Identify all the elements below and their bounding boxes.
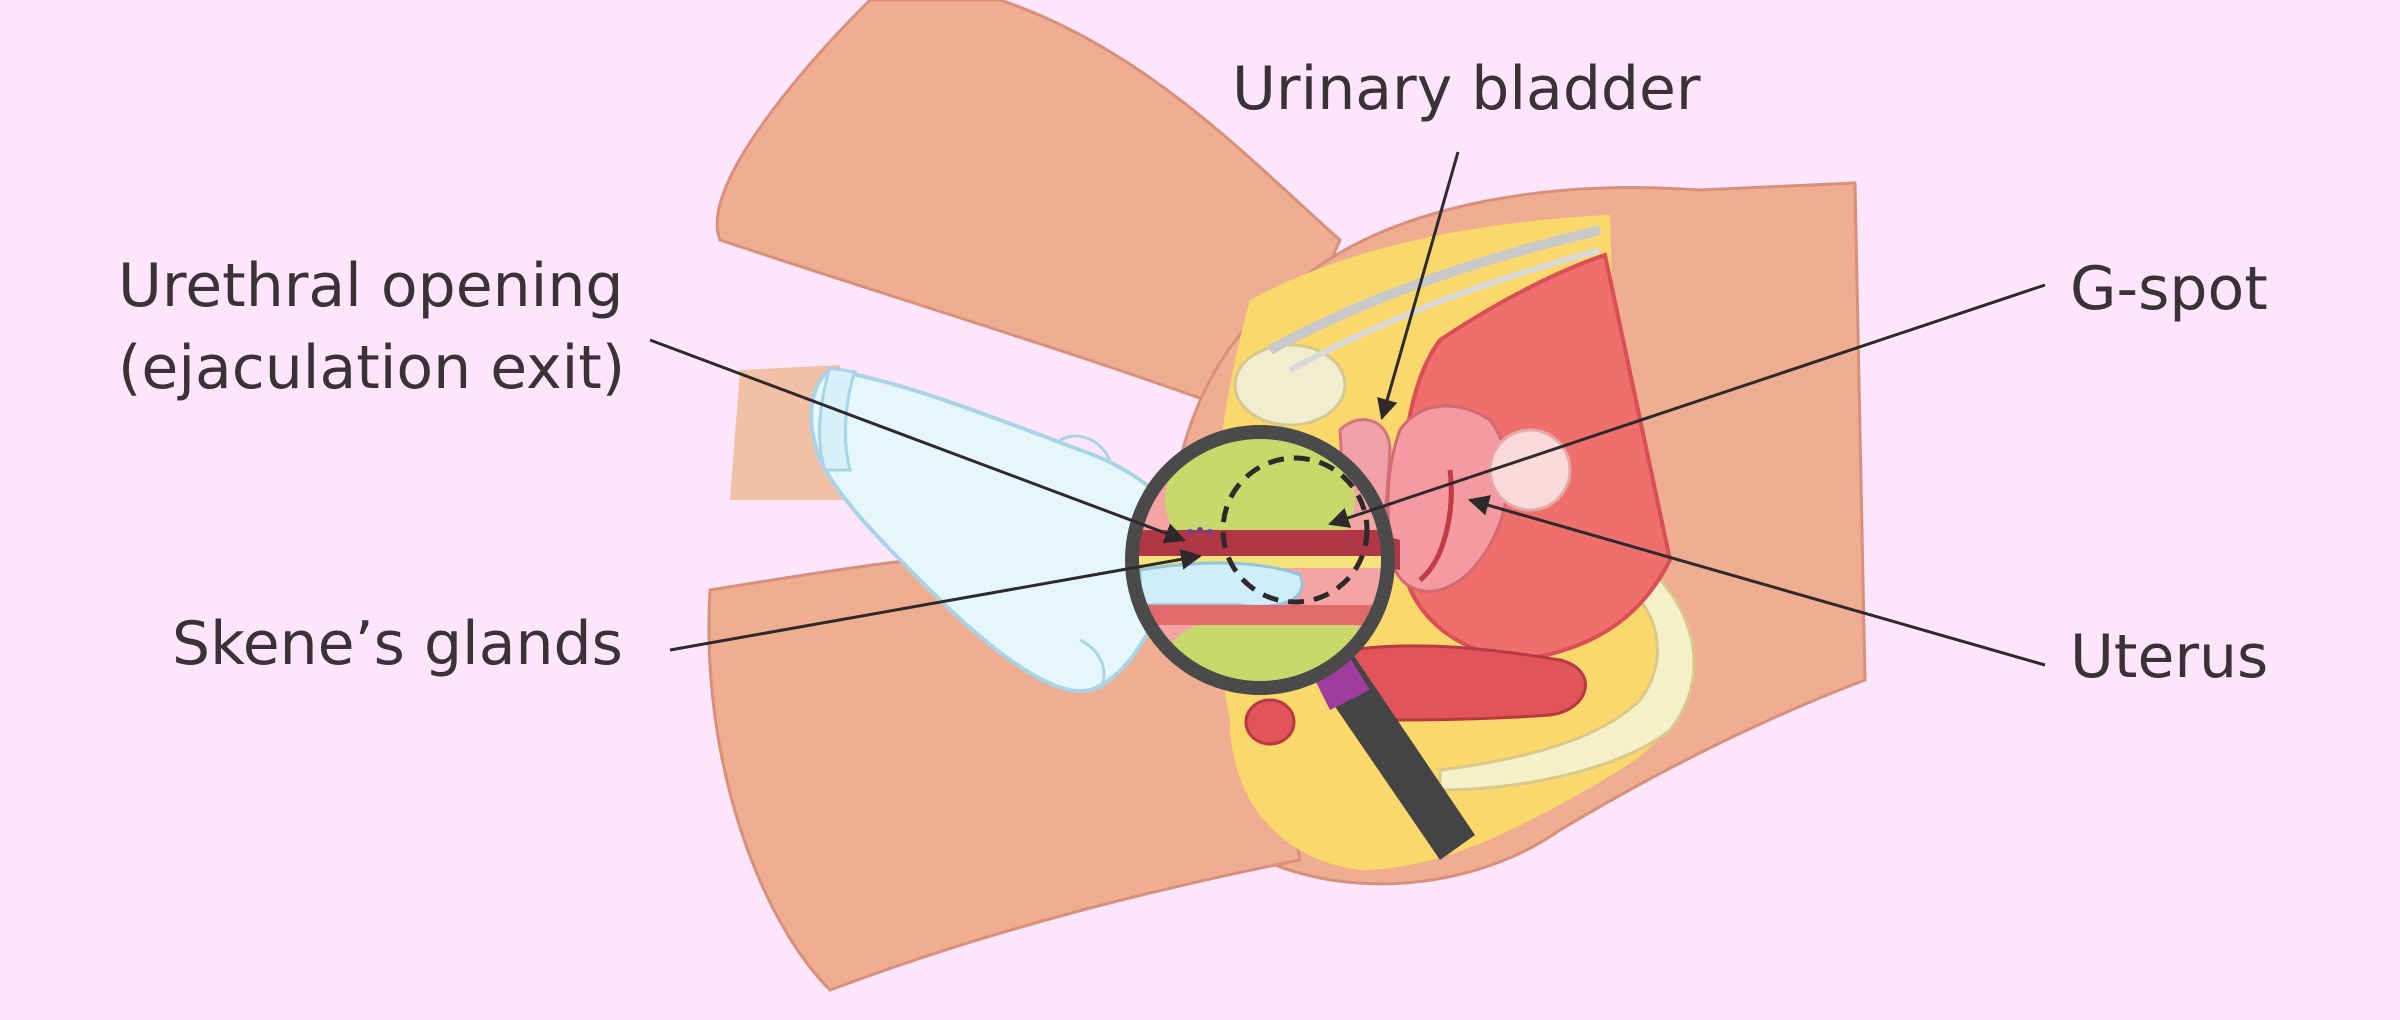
label-urethral-opening: Urethral opening (ejaculation exit)	[118, 245, 625, 409]
magnifier-handle	[1310, 650, 1475, 860]
ovary	[1488, 428, 1572, 512]
pointer-lines	[649, 151, 2046, 667]
label-uterus: Uterus	[2070, 616, 2268, 698]
label-urinary-bladder-text: Urinary bladder	[1232, 54, 1701, 124]
pointer-uterus	[1467, 495, 2046, 667]
skenes-gland-dot	[1207, 529, 1213, 535]
pointer-urethral-opening	[649, 338, 1186, 544]
label-g-spot: G-spot	[2070, 248, 2268, 330]
glove-finger	[1079, 638, 1106, 691]
anal-sphincter	[1244, 698, 1296, 746]
skenes-gland-dot	[1187, 529, 1193, 535]
pointer-skenes-glands	[669, 548, 1203, 652]
pubic-bone	[1233, 343, 1347, 427]
label-skenes-glands: Skene’s glands	[172, 603, 623, 685]
label-urethral-opening-line1: Urethral opening	[118, 251, 624, 321]
label-urethral-opening-line2: (ejaculation exit)	[118, 333, 626, 403]
label-skenes-glands-text: Skene’s glands	[172, 609, 623, 679]
glove-finger	[1059, 434, 1112, 461]
pointer-urinary-bladder	[1377, 151, 1460, 421]
upper-thigh	[715, 0, 1342, 422]
skenes-gland-dot	[1197, 527, 1203, 533]
label-urinary-bladder: Urinary bladder	[1232, 48, 1701, 130]
ligament	[1288, 247, 1601, 373]
label-uterus-text: Uterus	[2070, 622, 2269, 692]
pointer-g-spot	[1328, 283, 2046, 528]
label-g-spot-text: G-spot	[2070, 254, 2268, 324]
g-spot-highlight	[1220, 455, 1370, 605]
glove-cuff	[818, 366, 858, 472]
gloved-hand-icon	[730, 365, 1296, 694]
ligament	[1267, 225, 1602, 355]
magnifier-frame	[1125, 425, 1395, 695]
glove	[809, 367, 1296, 694]
